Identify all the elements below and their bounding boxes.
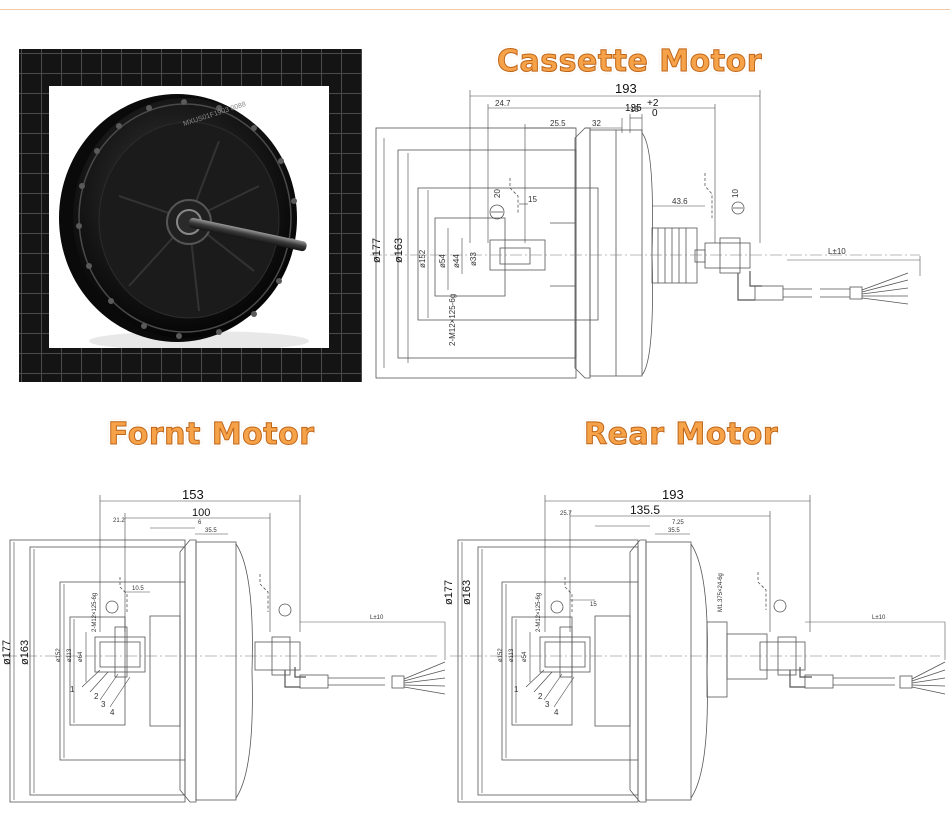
dim-135-5: 135.5 bbox=[630, 503, 660, 517]
part-1: 1 bbox=[70, 685, 75, 694]
dia-163: ø163 bbox=[393, 238, 405, 263]
motor-photo: MXUS01F1903 0088 bbox=[19, 49, 362, 382]
dia-152: ø152 bbox=[418, 249, 427, 268]
dia-152: ø152 bbox=[498, 648, 504, 662]
dim-overall-width: 153 bbox=[182, 487, 204, 502]
thread-spec-b: M1.375×24-6g bbox=[718, 573, 724, 612]
dia-177: ø177 bbox=[1, 640, 13, 665]
dia-113: ø113 bbox=[67, 648, 73, 662]
dim-10: 10 bbox=[731, 189, 740, 198]
dia-177: ø177 bbox=[371, 238, 383, 263]
dim-6: 6 bbox=[198, 520, 202, 526]
part-4: 4 bbox=[110, 708, 115, 717]
dim-7-25: 7.25 bbox=[672, 520, 684, 526]
dim-35-5: 35.5 bbox=[205, 528, 217, 534]
dia-163: ø163 bbox=[19, 640, 31, 665]
dim-13: 13 bbox=[630, 105, 639, 114]
dia-54: ø54 bbox=[438, 254, 447, 268]
top-divider-line bbox=[0, 9, 950, 10]
dim-35-5: 35.5 bbox=[668, 528, 680, 534]
dim-43-6: 43.6 bbox=[672, 197, 688, 206]
rear-motor-drawing: 193 135.5 25.7 7.25 35.5 15 ø177 ø163 ø1… bbox=[443, 487, 946, 803]
dim-25-7: 25.7 bbox=[560, 511, 572, 517]
title-front-motor: Fornt Motor bbox=[108, 417, 315, 453]
dia-163: ø163 bbox=[461, 580, 473, 605]
motor-photo-backdrop: MXUS01F1903 0088 bbox=[49, 86, 329, 348]
dim-100: 100 bbox=[192, 507, 210, 519]
dim-135: 135 bbox=[625, 103, 642, 114]
dia-152: ø152 bbox=[56, 648, 62, 662]
dim-25-5: 25.5 bbox=[550, 119, 566, 128]
dim-overall-width: 193 bbox=[615, 81, 637, 96]
cable-length: L±10 bbox=[370, 615, 384, 621]
thread-spec-a: 2-M12×125-6g bbox=[536, 593, 542, 632]
title-rear-motor: Rear Motor bbox=[583, 417, 779, 453]
part-4: 4 bbox=[554, 708, 559, 717]
dim-overall-width: 193 bbox=[662, 487, 684, 502]
dia-33: ø33 bbox=[469, 252, 478, 266]
cassette-motor-drawing: 193 135 +2 0 24.7 25.5 32 13 15 20 43.6 … bbox=[370, 81, 921, 379]
dia-113: ø113 bbox=[509, 648, 515, 662]
dim-tol-plus: +2 bbox=[647, 98, 659, 109]
part-3: 3 bbox=[545, 700, 550, 709]
cable-length: L±10 bbox=[872, 615, 886, 621]
dim-15: 15 bbox=[528, 195, 537, 204]
part-2: 2 bbox=[94, 692, 99, 701]
dim-32: 32 bbox=[592, 119, 601, 128]
dim-21-2: 21.2 bbox=[113, 518, 125, 524]
dim-24-7: 24.7 bbox=[495, 99, 511, 108]
title-cassette-motor: Cassette Motor bbox=[496, 44, 763, 80]
front-motor-drawing: 153 100 21.2 6 35.5 10.5 ø177 ø163 ø152 … bbox=[1, 487, 446, 803]
dim-15: 15 bbox=[590, 602, 597, 608]
dim-10-5: 10.5 bbox=[132, 586, 144, 592]
dia-44: ø44 bbox=[452, 254, 461, 268]
part-3: 3 bbox=[101, 700, 106, 709]
part-1: 1 bbox=[514, 685, 519, 694]
dim-20: 20 bbox=[493, 189, 502, 198]
dia-64: ø64 bbox=[78, 651, 84, 662]
part-2: 2 bbox=[538, 692, 543, 701]
dim-tol-zero: 0 bbox=[652, 108, 658, 119]
thread-spec: 2-M12×125-6g bbox=[92, 593, 98, 632]
hub-motor-image: MXUS01F1903 0088 bbox=[59, 94, 309, 348]
thread-spec: 2-M12×125-6g bbox=[448, 294, 457, 346]
dia-54: ø54 bbox=[522, 651, 528, 662]
cable-length: L±10 bbox=[828, 247, 846, 256]
dia-177: ø177 bbox=[443, 580, 455, 605]
